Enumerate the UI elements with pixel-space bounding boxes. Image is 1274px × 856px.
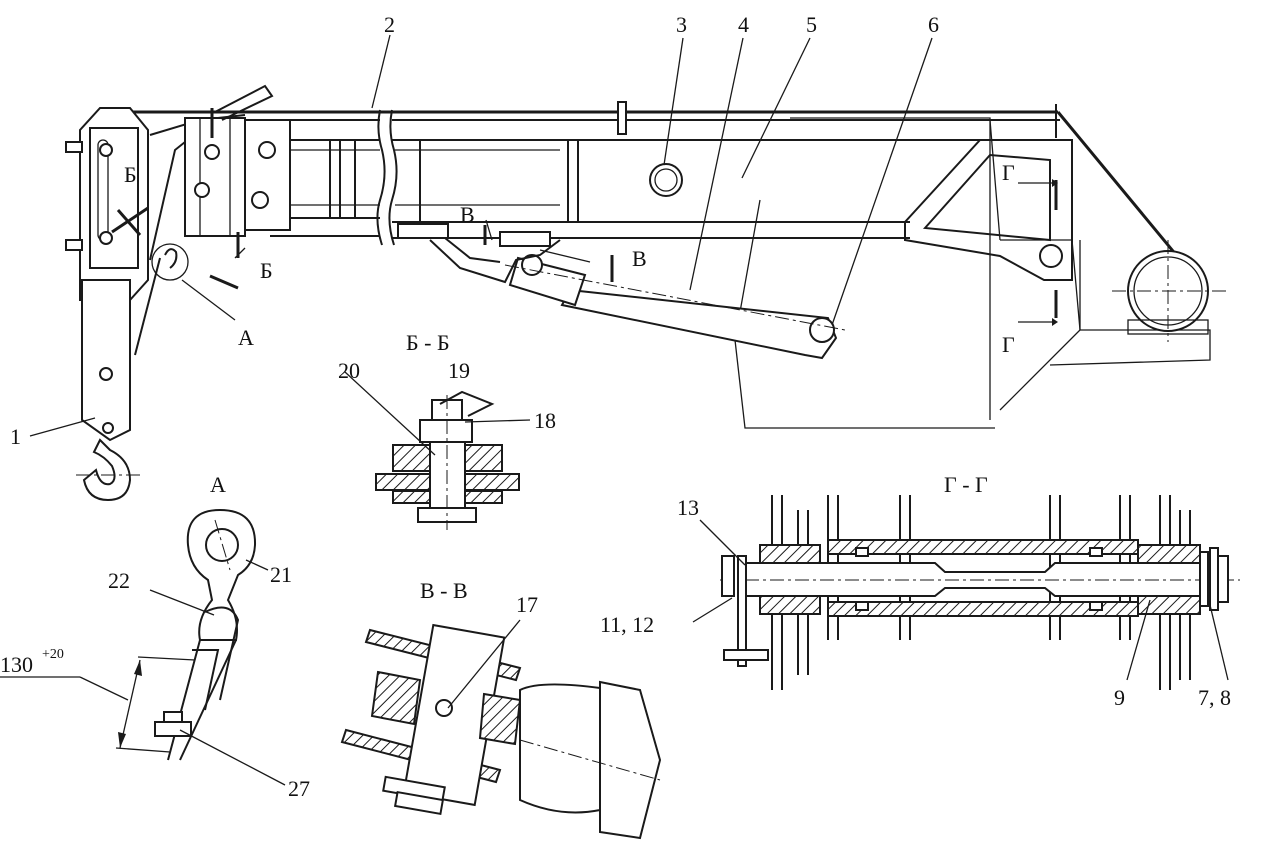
label-2: 2 [384, 12, 395, 37]
section-gg-view [692, 495, 1240, 690]
section-mark-v-right: В [632, 246, 647, 271]
label-13: 13 [677, 495, 699, 520]
label-22: 22 [108, 568, 130, 593]
detail-mark-a: А [238, 325, 254, 350]
label-1: 1 [10, 424, 21, 449]
part-number-labels: 2 3 4 5 6 1 20 19 18 17 22 21 27 13 11, … [0, 12, 1231, 801]
label-3: 3 [676, 12, 687, 37]
label-9: 9 [1114, 685, 1125, 710]
leader-lines [29, 34, 933, 456]
detail-a-view [0, 508, 286, 786]
section-title-bb: Б - Б [406, 330, 450, 355]
label-4: 4 [738, 12, 749, 37]
dimension-tolerance: +20 [42, 647, 64, 662]
label-7-8: 7, 8 [1198, 685, 1231, 710]
main-boom-view [65, 84, 1226, 502]
label-21: 21 [270, 562, 292, 587]
section-mark-v-left: В [460, 202, 475, 227]
section-mark-b-left: Б [124, 162, 137, 187]
label-19: 19 [448, 358, 470, 383]
detail-title-a: А [210, 472, 226, 497]
label-17: 17 [516, 592, 538, 617]
section-mark-g-bottom: Г [1002, 332, 1015, 357]
label-18: 18 [534, 408, 556, 433]
label-27: 27 [288, 776, 310, 801]
label-20: 20 [338, 358, 360, 383]
section-bb-view [375, 390, 531, 530]
boom-head-with-hook [65, 84, 291, 502]
hydraulic-cylinder [397, 219, 846, 360]
dimension-value: 130 [0, 652, 33, 677]
section-title-gg: Г - Г [944, 472, 988, 497]
label-6: 6 [928, 12, 939, 37]
section-vv-view [340, 619, 662, 840]
section-title-vv: В - В [420, 578, 468, 603]
section-mark-g-top: Г [1002, 160, 1015, 185]
section-mark-b-right: Б [260, 258, 273, 283]
label-11-12: 11, 12 [600, 612, 654, 637]
label-5: 5 [806, 12, 817, 37]
